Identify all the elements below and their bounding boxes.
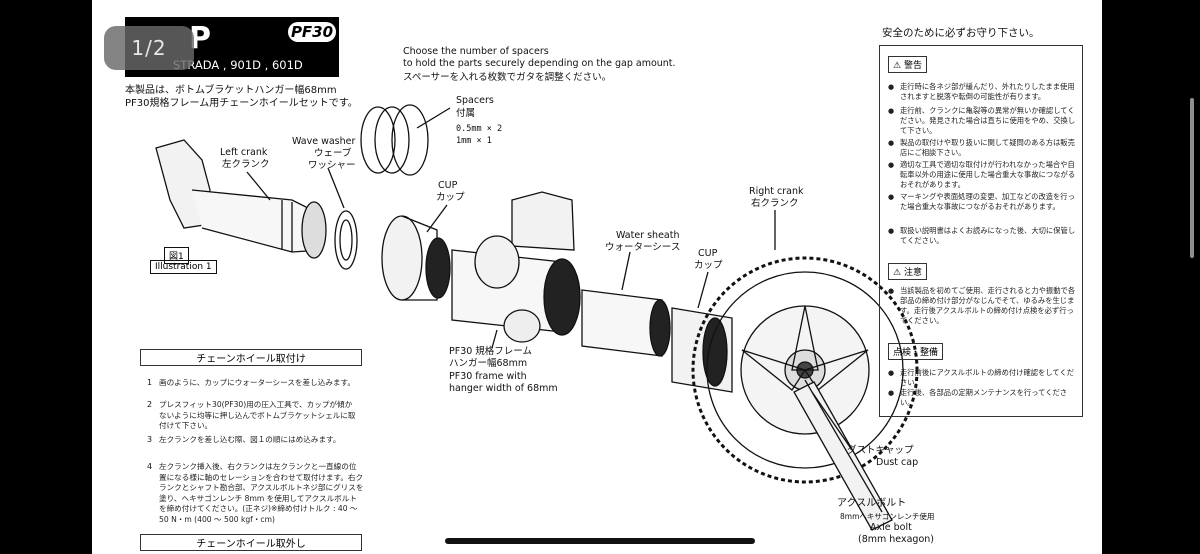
- axle-bolt-label-jp: アクスルボルト: [837, 498, 907, 509]
- spacers-spec2: 1mm × 1: [456, 136, 492, 146]
- axle-bolt-label-en2: (8mm hexagon): [858, 534, 934, 545]
- right-crank-label-jp: 右クランク: [751, 198, 799, 209]
- removal-section-title: チェーンホイール取外し: [140, 534, 362, 551]
- wave-washer-label-jp2: ワッシャー: [308, 160, 356, 171]
- caution-triangle-icon: ⚠: [893, 268, 902, 278]
- warning-item-5: マーキングや表面処理の変更、加工などの改造を行った場合重大な事故につながるおそれ…: [888, 192, 1076, 212]
- figure-label-jp: 図1: [164, 247, 189, 264]
- step-3-number: 3: [147, 435, 153, 444]
- right-crank-label-en: Right crank: [749, 186, 804, 197]
- safety-box: ⚠ 警告 走行時に各ネジ部が緩んだり、外れたりしたまま使用されますと脱落や転倒の…: [879, 45, 1083, 417]
- warning-item-3: 製品の取付けや取り扱いに関して疑問のある方は販売店にご相談下さい。: [888, 138, 1076, 158]
- install-section-title: チェーンホイール取付け: [140, 349, 362, 366]
- wave-washer-label-jp1: ウェーブ: [314, 148, 352, 159]
- safety-heading: 安全のために必ずお守り下さい。: [882, 27, 1040, 39]
- warning-item-2: 走行前、クランクに亀裂等の異常が無いか確認してください。発見された場合は直ちに使…: [888, 106, 1076, 136]
- warning-label: 警告: [903, 61, 922, 71]
- spacers-label-en: Spacers: [456, 95, 494, 106]
- frame-label-en2: hanger width of 68mm: [449, 383, 558, 394]
- cup-right-label-jp: カップ: [694, 260, 723, 271]
- step-1-text: 画のように、カップにウォーターシースを差し込みます。: [159, 378, 355, 387]
- cup-right-label-en: CUP: [698, 248, 718, 259]
- dust-cap-label-jp: ダストキャップ: [847, 445, 914, 456]
- title-fragment: P: [189, 21, 211, 56]
- caution-item-1: 当該製品を初めてご使用、走行されると力や振動で各部品の締め付け部分がなじんでそて…: [888, 286, 1076, 326]
- frame-label-jp1: PF30 規格フレーム: [449, 346, 533, 357]
- step-4-text: 左クランク挿入後、右クランクは左クランクと一直線の位置になる様に軸のセレーション…: [159, 462, 364, 524]
- warning-item-4: 適切な工具で適切な取付けが行われなかった場合や自転車以外の用途に使用した場合重大…: [888, 160, 1076, 190]
- spacers-spec1: 0.5mm × 2: [456, 124, 503, 134]
- home-indicator[interactable]: [445, 538, 755, 544]
- warning-item-1: 走行時に各ネジ部が緩んだり、外れたりしたまま使用されますと脱落や転倒の可能性が有…: [888, 82, 1076, 102]
- wave-washer-label-en: Wave washer: [292, 136, 356, 147]
- spacer-note-en1: Choose the number of spacers: [403, 46, 549, 57]
- warning-triangle-icon: ⚠: [893, 61, 902, 71]
- caution-heading: ⚠ 注意: [888, 263, 927, 280]
- inspection-item-2: 走行後、各部品の定期メンテナンスを行ってください。: [888, 388, 1076, 408]
- caution-label: 注意: [903, 268, 922, 278]
- spacers-label-jp: 付属: [456, 108, 476, 119]
- spacer-note-en2: to hold the parts securely depending on …: [403, 58, 676, 69]
- step-3-text: 左クランクを差し込む際、図１の順にはめ込みます。: [159, 435, 341, 444]
- axle-bolt-label-en: Axle bolt: [870, 522, 912, 533]
- water-sheath-label-en: Water sheath: [616, 230, 680, 241]
- spacer-note-jp: スペーサーを入れる枚数でガタを調整ください。: [403, 72, 612, 83]
- left-crank-label-jp: 左クランク: [222, 159, 270, 170]
- inspection-item-1: 走行前後にアクスルボルトの締め付け確認をしてください。: [888, 368, 1076, 388]
- step-2-number: 2: [147, 400, 153, 409]
- vertical-scrollbar[interactable]: [1190, 98, 1194, 258]
- frame-label-en1: PF30 frame with: [449, 371, 527, 382]
- axle-bolt-label-sub: 8mmヘキサゴンレンチ使用: [840, 512, 935, 521]
- model-names: STRADA , 901D , 601D: [173, 58, 303, 72]
- product-desc-line2: PF30規格フレーム用チェーンホイールセットです。: [125, 98, 358, 109]
- warning-heading: ⚠ 警告: [888, 56, 927, 73]
- step-1-number: 1: [147, 378, 153, 387]
- water-sheath-label-jp: ウォーターシース: [605, 242, 681, 253]
- warning-item-6: 取扱い説明書はよくお読みになった後、大切に保管してください。: [888, 226, 1076, 246]
- step-4-number: 4: [147, 462, 153, 471]
- figure-label-en: Illustration 1: [150, 260, 217, 274]
- step-2-text: プレスフィット30(PF30)用の圧入工具で、カップが傾かないように均等に押し込…: [159, 400, 356, 430]
- inspection-heading: 点検・整備: [888, 343, 944, 360]
- page-indicator: 1/2: [104, 26, 194, 70]
- cup-left-label-jp: カップ: [436, 192, 465, 203]
- document-page: P STRADA , 901D , 601D PF30 本製品は、ボトムブラケッ…: [92, 0, 1102, 554]
- dust-cap-label-en: Dust cap: [876, 457, 919, 468]
- cup-left-label-en: CUP: [438, 180, 458, 191]
- frame-label-jp2: ハンガー幅68mm: [449, 358, 528, 369]
- exploded-diagram: [155, 104, 919, 531]
- left-crank-label-en: Left crank: [220, 147, 268, 158]
- pf30-badge: PF30: [288, 22, 336, 42]
- product-desc-line1: 本製品は、ボトムブラケットハンガー幅68mm: [125, 85, 337, 96]
